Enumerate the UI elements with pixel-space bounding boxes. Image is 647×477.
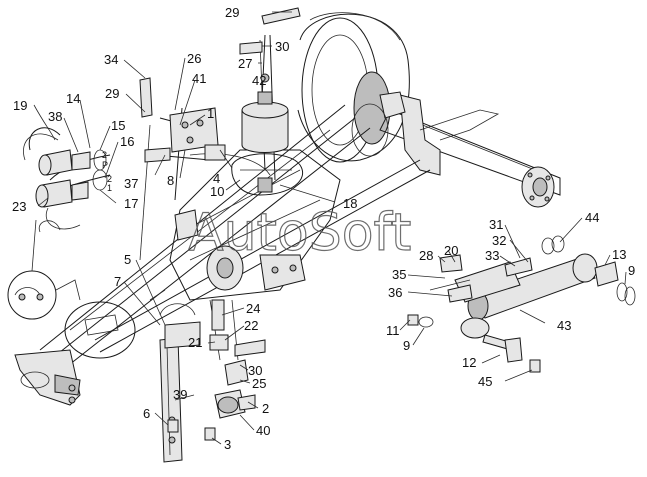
callout-10: 10 [210,184,224,199]
callout-16: 16 [120,134,134,149]
callout-12: 12 [462,355,476,370]
callout-30a: 30 [275,39,289,54]
callout-18: 18 [343,196,357,211]
accumulator [239,7,301,153]
callout-8: 8 [167,173,174,188]
callout-30b: 30 [248,363,262,378]
callout-5: 5 [124,252,131,267]
callout-20: 20 [444,243,458,258]
quick-couplings [23,127,108,233]
wheel [297,12,410,163]
callout-9a: 9 [628,263,635,278]
port-mark-2b: 2 [107,174,112,184]
callout-38: 38 [48,109,62,124]
callout-32: 32 [492,233,506,248]
callout-25: 25 [252,376,266,391]
callout-11: 11 [386,323,400,338]
callout-labels: 29 30 27 42 34 26 41 29 1 19 14 38 15 16… [12,5,635,452]
callout-13: 13 [612,247,626,262]
callout-36: 36 [388,285,402,300]
callout-1: 1 [207,106,214,121]
watermark: AutoSoft [188,203,411,263]
callout-40: 40 [256,423,270,438]
callout-26: 26 [187,51,201,66]
callout-2: 2 [262,401,269,416]
callout-34: 34 [104,52,118,67]
port-mark-p: P [102,160,108,170]
callout-41: 41 [192,71,206,86]
band-clamp [231,153,303,196]
support-leg [159,303,201,463]
coupling-detail [7,219,81,320]
callout-4: 4 [213,171,220,186]
leader-lines [33,11,627,445]
callout-17: 17 [124,196,138,211]
callout-45: 45 [478,374,492,389]
callout-9b: 9 [403,338,410,353]
callout-24: 24 [246,301,260,316]
lower-fittings [167,299,266,441]
callout-44: 44 [585,210,599,225]
callout-7: 7 [114,274,121,289]
callout-29a: 29 [225,5,239,20]
callout-27: 27 [238,56,252,71]
valve-block [139,77,226,163]
hydraulic-cylinder [407,235,636,373]
callout-28: 28 [419,248,433,263]
callout-15: 15 [111,118,125,133]
port-mark-1b: 1 [107,183,112,193]
frame [14,104,431,406]
callout-6: 6 [143,406,150,421]
axle-assembly [351,91,561,208]
port-marks: 2 P 2 1 [102,150,112,193]
callout-35: 35 [392,267,406,282]
callout-43: 43 [557,318,571,333]
callout-39: 39 [173,387,187,402]
callout-22: 22 [244,318,258,333]
callout-31: 31 [489,217,503,232]
callout-19: 19 [13,98,27,113]
callout-42: 42 [252,73,266,88]
callout-37: 37 [124,176,138,191]
callout-33: 33 [485,248,499,263]
callout-29b: 29 [105,86,119,101]
port-mark-2a: 2 [102,150,107,160]
callout-3: 3 [224,437,231,452]
callout-14: 14 [66,91,80,106]
callout-21: 21 [188,335,202,350]
callout-23: 23 [12,199,26,214]
